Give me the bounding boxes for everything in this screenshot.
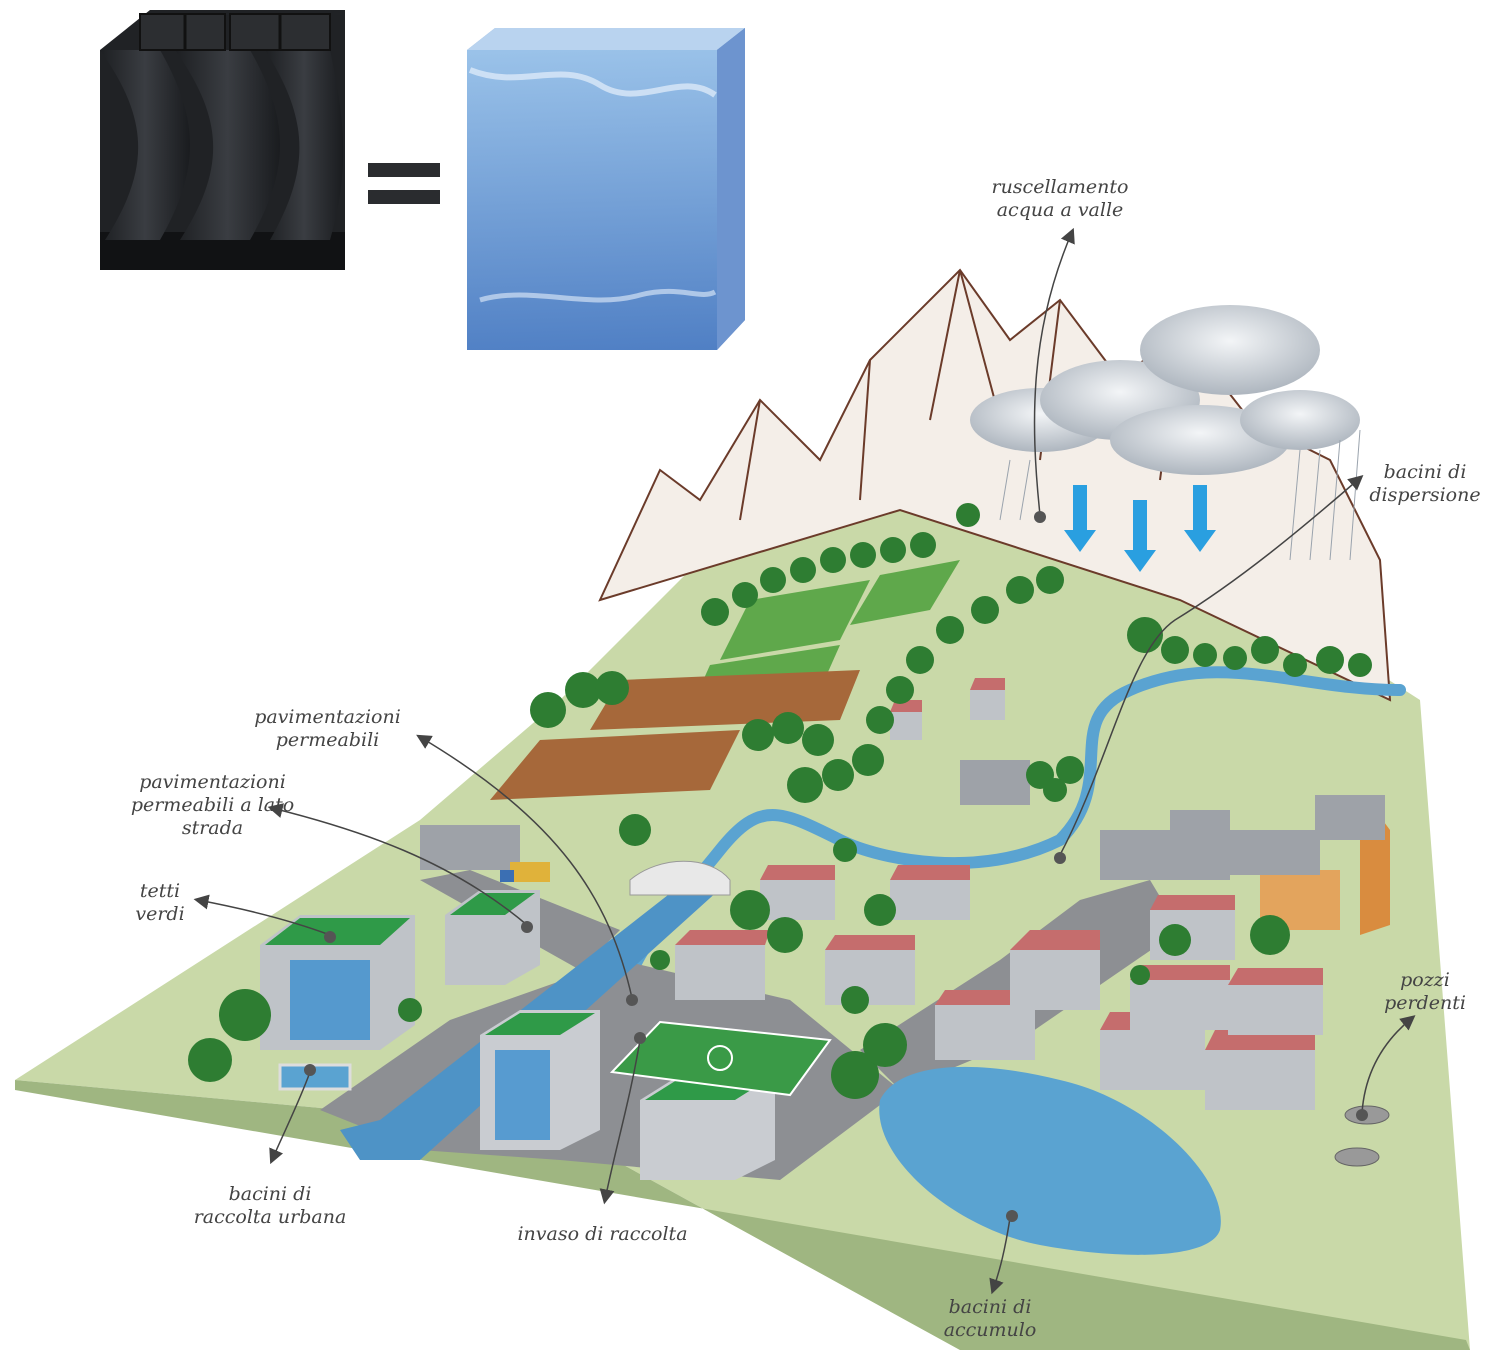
label-soakaways: pozzi perdenti xyxy=(1384,969,1466,1014)
old-town xyxy=(420,760,1385,880)
equals-icon xyxy=(368,163,440,204)
label-runoff: ruscellamento acqua a valle xyxy=(991,176,1129,221)
red-roof-houses xyxy=(675,678,1323,1110)
trees xyxy=(188,503,1372,1099)
label-permeable-paving: pavimentazioni permeabili xyxy=(254,706,401,751)
label-storage-basins: bacini di accumulo xyxy=(943,1296,1037,1341)
river xyxy=(614,666,1406,1006)
rain-arrow-icon xyxy=(1064,485,1216,572)
leader-arrows xyxy=(193,227,1416,1295)
church xyxy=(1260,810,1390,935)
storage-lake xyxy=(879,1066,1221,1255)
label-green-roofs: tetti verdi xyxy=(135,880,185,925)
football-field xyxy=(609,1020,832,1097)
truck-and-bridge xyxy=(500,860,731,896)
buildings-green-roof xyxy=(260,890,775,1180)
storage-module-icon xyxy=(100,10,345,270)
label-collection-reservoir: invaso di raccolta xyxy=(517,1223,688,1245)
label-urban-basins: bacini di raccolta urbana xyxy=(193,1183,347,1228)
water-cube-icon xyxy=(467,28,745,350)
label-roadside-paving: pavimentazioni permeabili a lato strada xyxy=(130,771,295,839)
label-dispersion: bacini di dispersione xyxy=(1369,461,1481,506)
rain-cloud-icon xyxy=(970,305,1361,561)
